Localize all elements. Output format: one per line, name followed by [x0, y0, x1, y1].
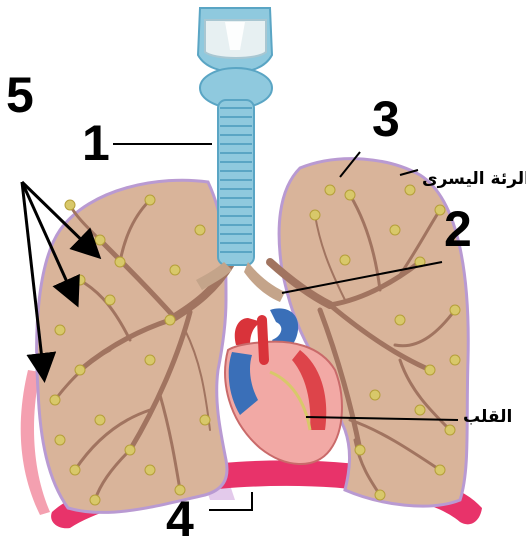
larynx — [198, 8, 272, 108]
label-4: 4 — [166, 494, 194, 544]
label-left-lung: الرئة اليسرى — [422, 171, 526, 188]
label-5: 5 — [6, 70, 34, 120]
label-2: 2 — [444, 204, 472, 254]
label-1: 1 — [82, 118, 110, 168]
label-3: 3 — [372, 94, 400, 144]
label-heart: القلب — [463, 409, 512, 426]
